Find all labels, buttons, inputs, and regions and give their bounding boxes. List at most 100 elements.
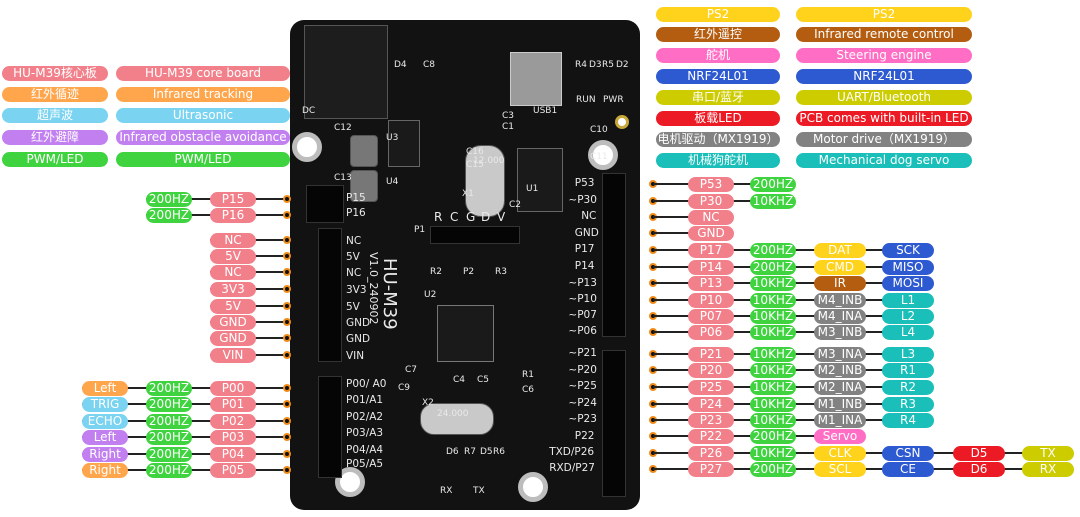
pin-label: 200HZ bbox=[146, 447, 192, 462]
pin-label: P17 bbox=[688, 243, 734, 258]
board-left-label: P15 bbox=[346, 192, 366, 204]
pin-label: P07 bbox=[688, 309, 734, 324]
pin-label: M1_INB bbox=[814, 397, 866, 412]
board-component-label: RX bbox=[440, 486, 453, 496]
legend-right-en: NRF24L01 bbox=[796, 69, 972, 84]
board-right-label: ~P23 bbox=[568, 413, 597, 425]
pin-label: MOSI bbox=[882, 276, 934, 291]
pin-label: 200HZ bbox=[750, 429, 796, 444]
pin-label: L3 bbox=[882, 347, 934, 362]
pin-label: CSN bbox=[882, 446, 934, 461]
legend-right-en: PCB comes with built-in LED bbox=[796, 111, 972, 126]
board-component-label: C6 bbox=[522, 385, 535, 395]
board-component-label: 24.000 bbox=[437, 409, 469, 419]
pin-label: 200HZ bbox=[146, 397, 192, 412]
pin-label: M4_INA bbox=[814, 309, 866, 324]
pin-label: CMD bbox=[814, 260, 866, 275]
pin-label: M1_INA bbox=[814, 413, 866, 428]
board-right-label: NC bbox=[581, 210, 597, 222]
legend-left-en: Infrared tracking bbox=[116, 87, 290, 102]
board-component-label: RUN bbox=[576, 95, 596, 105]
legend-left-en: PWM/LED bbox=[116, 152, 290, 167]
board-left-label: GND bbox=[346, 333, 371, 345]
pin-label: M4_INB bbox=[814, 293, 866, 308]
header-analog bbox=[318, 376, 342, 478]
pin-dot bbox=[283, 466, 291, 474]
pin-label: 10KHZ bbox=[750, 347, 796, 362]
pin-label: P00 bbox=[210, 381, 256, 396]
legend-right-zh: 板载LED bbox=[656, 111, 780, 126]
board-component-label: D5 bbox=[480, 447, 493, 457]
board-right-label: P17 bbox=[574, 243, 595, 255]
header-p1 bbox=[430, 226, 520, 244]
legend-right-en: Steering engine bbox=[796, 48, 972, 63]
header-right-bottom bbox=[602, 350, 626, 497]
cap-c13 bbox=[350, 170, 378, 202]
pin-dot bbox=[283, 268, 291, 276]
pin-label: 5V bbox=[210, 299, 256, 314]
board-component-label: C2 bbox=[509, 200, 522, 210]
pin-label: DAT bbox=[814, 243, 866, 258]
header-right-top bbox=[602, 173, 626, 337]
board-name: HU-M39 bbox=[379, 258, 400, 330]
legend-right-en: Motor drive（MX1919） bbox=[796, 132, 972, 147]
mount-hole bbox=[292, 132, 322, 162]
crystal-x1 bbox=[465, 145, 505, 217]
pin-label: GND bbox=[210, 331, 256, 346]
pin-label: L1 bbox=[882, 293, 934, 308]
pin-dot bbox=[283, 351, 291, 359]
board-component-label: C12 bbox=[334, 123, 352, 133]
dc-jack bbox=[304, 25, 388, 119]
board-right-label: GND bbox=[574, 227, 599, 239]
pin-label: 10KHZ bbox=[750, 446, 796, 461]
board-component-label: DC bbox=[302, 106, 316, 116]
pin-label: D5 bbox=[953, 446, 1005, 461]
pin-label: 10KHZ bbox=[750, 276, 796, 291]
pin-label: 200HZ bbox=[146, 381, 192, 396]
legend-left-zh: 超声波 bbox=[2, 108, 108, 123]
board-component-label: R2 bbox=[430, 267, 442, 277]
pin-label: Left bbox=[82, 430, 128, 445]
pin-label: P53 bbox=[688, 177, 734, 192]
legend-left-en: HU-M39 core board bbox=[116, 66, 290, 81]
pin-dot bbox=[283, 252, 291, 260]
header-pin-label: D bbox=[481, 210, 491, 224]
connector-line bbox=[653, 216, 708, 218]
legend-right-zh: 舵机 bbox=[656, 48, 780, 63]
pin-label: 200HZ bbox=[750, 243, 796, 258]
pin-label: M3_INA bbox=[814, 347, 866, 362]
board-left-label: NC bbox=[346, 267, 362, 279]
pin-label: TX bbox=[1022, 446, 1074, 461]
usb-port bbox=[510, 52, 562, 106]
pin-dot bbox=[283, 450, 291, 458]
mount-hole bbox=[615, 115, 629, 129]
pin-label: 200HZ bbox=[146, 192, 192, 207]
pin-label: NC bbox=[210, 233, 256, 248]
pin-label: MISO bbox=[882, 260, 934, 275]
board-component-label: C15 bbox=[466, 160, 484, 170]
pin-dot bbox=[283, 417, 291, 425]
pin-label: P21 bbox=[688, 347, 734, 362]
legend-left-zh: HU-M39核心板 bbox=[2, 66, 108, 81]
board-left-label: 5V bbox=[346, 251, 360, 263]
pin-label: R3 bbox=[882, 397, 934, 412]
pin-label: IR bbox=[814, 276, 866, 291]
board-component-label: 12.000 bbox=[473, 156, 505, 166]
pin-label: P22 bbox=[688, 429, 734, 444]
pin-dot bbox=[283, 400, 291, 408]
board-component-label: U1 bbox=[526, 184, 539, 194]
pin-dot bbox=[283, 433, 291, 441]
pin-label: P26 bbox=[688, 446, 734, 461]
pin-dot bbox=[283, 334, 291, 342]
pin-label: 10KHZ bbox=[750, 413, 796, 428]
pin-label: Right bbox=[82, 463, 128, 478]
pin-label: P27 bbox=[688, 462, 734, 477]
pin-label: 10KHZ bbox=[750, 293, 796, 308]
board-right-label: P14 bbox=[574, 260, 595, 272]
crystal-x2 bbox=[420, 403, 494, 435]
board-component-label: C10 bbox=[590, 125, 608, 135]
board-right-label: ~P06 bbox=[568, 325, 597, 337]
board-left-label: P16 bbox=[346, 207, 366, 219]
board-component-label: C8 bbox=[423, 60, 436, 70]
pin-label: 3V3 bbox=[210, 282, 256, 297]
